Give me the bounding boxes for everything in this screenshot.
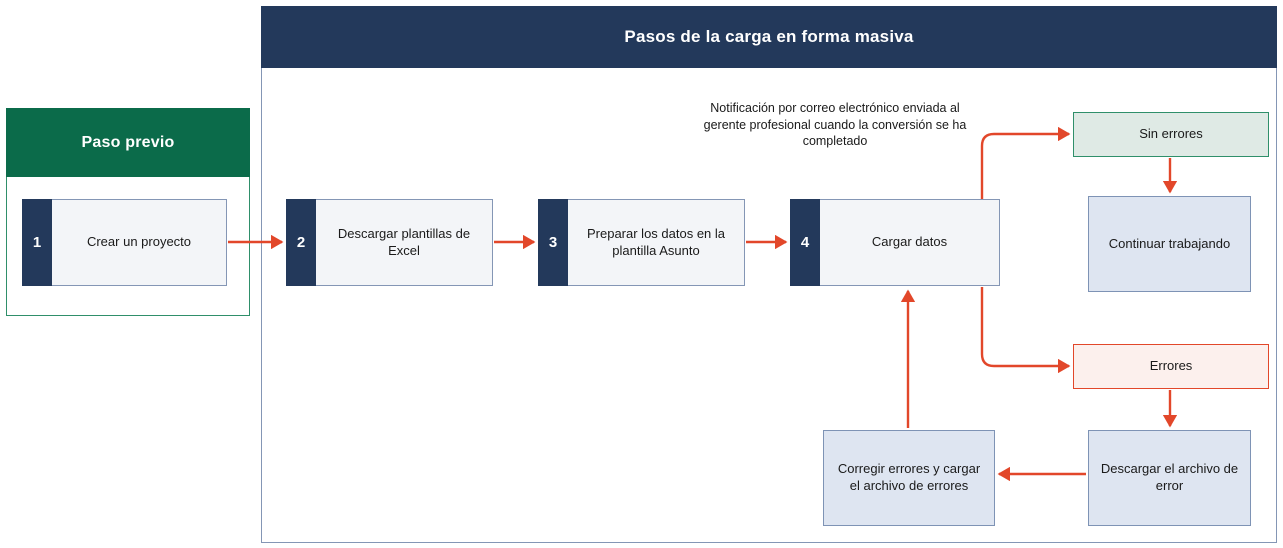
- main-panel-header: Pasos de la carga en forma masiva: [261, 6, 1277, 68]
- step-label-4: Cargar datos: [820, 199, 1000, 286]
- outcome-box-errores[interactable]: Errores: [1073, 344, 1269, 389]
- paso-previo-title: Paso previo: [81, 133, 175, 151]
- step-label-2: Descargar plantillas de Excel: [316, 199, 493, 286]
- step-box-4[interactable]: 4 Cargar datos: [790, 199, 1000, 286]
- step-label-3: Preparar los datos en la plantilla Asunt…: [568, 199, 745, 286]
- step-box-1[interactable]: 1 Crear un proyecto: [22, 199, 227, 286]
- diagram-title: Pasos de la carga en forma masiva: [624, 27, 914, 46]
- email-notification-annotation: Notificación por correo electrónico envi…: [703, 101, 967, 149]
- step-number-2: 2: [286, 199, 316, 286]
- action-box-continuar-trabajando[interactable]: Continuar trabajando: [1088, 196, 1251, 292]
- step-box-3[interactable]: 3 Preparar los datos en la plantilla Asu…: [538, 199, 745, 286]
- action-box-corregir-errores[interactable]: Corregir errores y cargar el archivo de …: [823, 430, 995, 526]
- step-label-1: Crear un proyecto: [52, 199, 227, 286]
- step-number-4: 4: [790, 199, 820, 286]
- step-number-1: 1: [22, 199, 52, 286]
- action-box-descargar-archivo-error[interactable]: Descargar el archivo de error: [1088, 430, 1251, 526]
- step-number-3: 3: [538, 199, 568, 286]
- outcome-box-sin-errores[interactable]: Sin errores: [1073, 112, 1269, 157]
- paso-previo-header: Paso previo: [6, 108, 250, 177]
- step-box-2[interactable]: 2 Descargar plantillas de Excel: [286, 199, 493, 286]
